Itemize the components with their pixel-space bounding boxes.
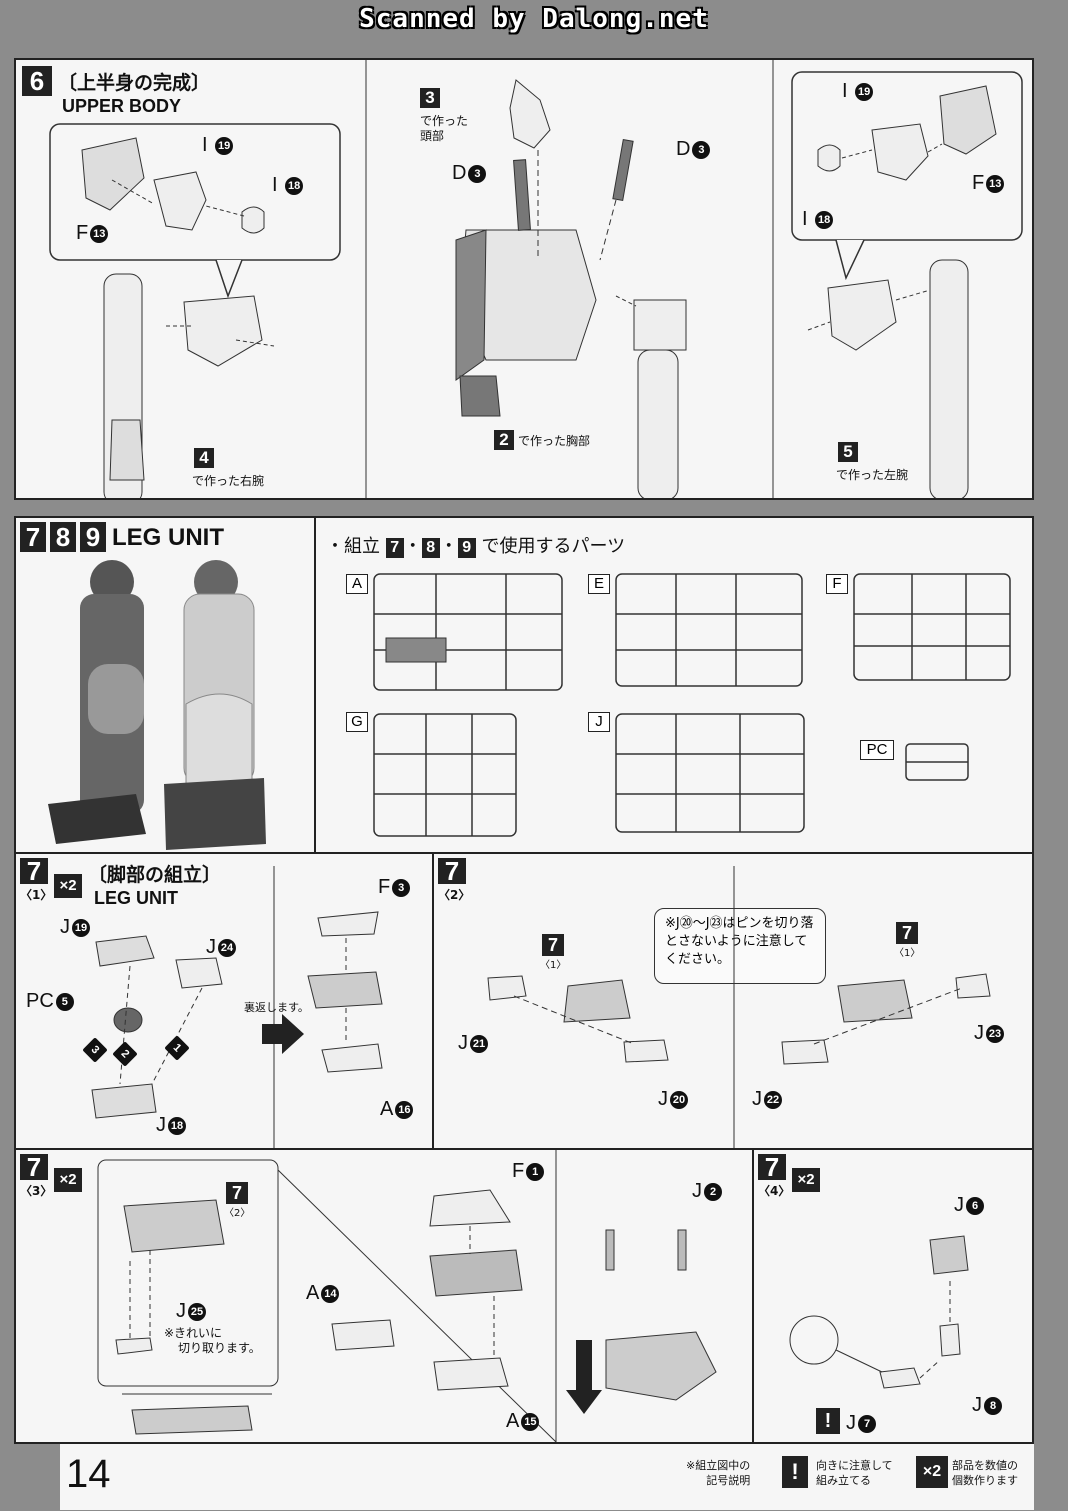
step7-4-multiplier: ×2 [792,1168,820,1192]
ref-head-text: で作った頭部 [420,114,469,143]
part-label-i19-left: I 19 [202,134,234,157]
ref-chest-text: で作った胸部 [518,434,591,448]
legend-mult-icon: ×2 [916,1456,948,1488]
order-marker-2: 2 [112,1040,138,1067]
order-marker-3: 3 [82,1036,108,1063]
part-label-i18-right: I 18 [802,208,834,231]
step6-panel: 6 〔上半身の完成〕 UPPER BODY [14,58,1034,500]
part-label-i19-right: I 19 [842,80,874,103]
step7-1-illustration [91,866,383,1148]
ref-right-arm-text: で作った右腕 [192,474,265,488]
leg-unit-photo-panel: 7 8 9 LEG UNIT [14,516,316,854]
step7-4-number: 7 [758,1154,786,1180]
legend-caution-text: 向きに注意して組み立てる [816,1459,893,1487]
step7-3-ref-sub: 〈2〉 [224,1208,251,1219]
footer-bar: 14 ※組立図中の記号説明 ! 向きに注意して組み立てる ×2 部品を数値の個数… [60,1444,1034,1510]
runner-g-label: G [346,712,368,732]
step7-4-illustration [789,1235,969,1389]
runner-a-label: A [346,574,368,594]
step7-2-panel: 7 〈2〉 ※J⑳～J㉓はピンを切り落とさないように注意してください。 7 〈1… [432,852,1034,1150]
step7-1-number: 7 [20,858,48,884]
pin-caution-note: ※J⑳～J㉓はピンを切り落とさないように注意してください。 [654,908,826,984]
ref-right-arm-number: 4 [194,448,214,468]
leg-unit-title: LEG UNIT [112,524,224,551]
step7-badge: 7 [20,522,46,552]
step6-title-jp: 〔上半身の完成〕 [58,72,211,94]
step7-2-ref-left: 7 [542,934,564,956]
ref-left-arm-number: 5 [838,442,858,462]
page-number: 14 [66,1452,111,1496]
legend-caution-icon: ! [782,1456,808,1488]
runner-f-label: F [826,574,848,594]
legend-mult-text: 部品を数値の個数作ります [952,1459,1018,1487]
ref-head-number: 3 [420,88,440,108]
runner-pc-label: PC [860,740,894,760]
step7-3-sub: 〈3〉 [20,1184,53,1198]
clean-cut-note: ※きれいに切り取ります。 [164,1326,261,1355]
scan-banner: Scanned by Dalong.net [359,4,709,34]
part-label-i18-left: I 18 [272,174,304,197]
parts-heading: ・組立 7・8・9 で使用するパーツ [326,536,626,558]
ref-chest-number: 2 [494,430,514,450]
step7-1-multiplier: ×2 [54,874,82,898]
order-marker-1: 1 [164,1034,190,1061]
parts-runners-panel: ・組立 7・8・9 で使用するパーツ A E F G J PC [314,516,1034,854]
runner-diagrams [373,573,1011,837]
caution-icon: ! [816,1408,840,1434]
runner-e-label: E [588,574,610,594]
ref-left-arm-text: で作った左腕 [836,468,909,482]
step7-3-multiplier: ×2 [54,1168,82,1192]
step7-1-sub: 〈1〉 [20,888,53,902]
step7-3-number: 7 [20,1154,48,1180]
step6-illustration [49,60,1023,498]
step6-title-en: UPPER BODY [62,96,182,116]
step6-number: 6 [22,66,52,96]
step7-3-ref: 7 [226,1182,248,1204]
leg-unit-photo [48,560,266,850]
step9-badge: 9 [80,522,106,552]
runner-j-label: J [588,712,610,732]
step7-2-ref-left-sub: 〈1〉 [540,960,567,971]
step7-4-sub: 〈4〉 [758,1184,791,1198]
step7-2-sub: 〈2〉 [438,888,471,902]
legend-title: ※組立図中の記号説明 [686,1459,751,1487]
step7-1-title-jp: 〔脚部の組立〕 [88,864,222,886]
step7-2-ref-right-sub: 〈1〉 [894,948,921,959]
step7-1-title-en: LEG UNIT [94,888,178,908]
step7-2-illustration [487,866,991,1148]
flip-text: 裏返します。 [244,1001,309,1014]
step7-2-ref-right: 7 [896,922,918,944]
step7-3-illustration [97,1150,717,1442]
step7-2-number: 7 [438,858,466,884]
step8-badge: 8 [50,522,76,552]
